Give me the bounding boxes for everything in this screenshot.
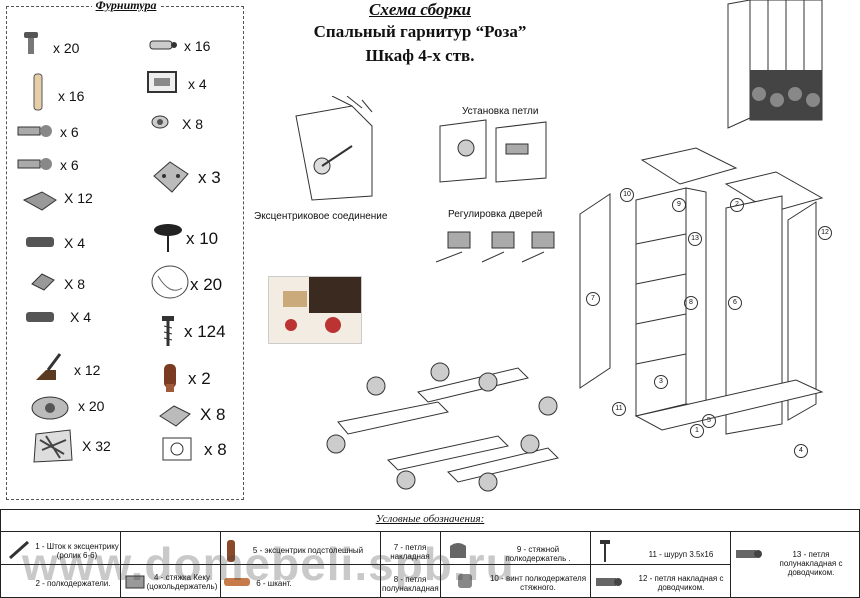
qty-hinge-4: X 4 [64, 235, 86, 251]
callout-9: 9 [672, 198, 686, 212]
assembly-photo [268, 276, 362, 344]
screw-icon [454, 572, 478, 597]
round-plate-icon [162, 437, 192, 466]
dowel-icon [30, 72, 46, 117]
hinge-install-diagram [436, 118, 551, 189]
qty-dowel: x 16 [58, 88, 85, 104]
handle-icon [146, 70, 180, 99]
callout-7: 7 [586, 292, 600, 306]
qty-furniture-foot: x 20 [190, 275, 223, 294]
page-title: Схема сборки [368, 0, 471, 19]
qty-nail: x 10 [186, 229, 219, 248]
callout-6: 6 [728, 296, 742, 310]
legend-item-2: 2 - полкодержатели. [35, 579, 111, 588]
hinge-icon [30, 270, 58, 297]
furniture-title: Фурнитура [7, 0, 245, 13]
legend-item-13: 13 - петля полунакладная с доводчиком. [779, 550, 843, 577]
screw-icon [158, 314, 178, 353]
wall-anchor-icon [148, 34, 178, 61]
product-name: Шкаф 4-х ств. [365, 46, 475, 65]
shelf-support-icon [158, 362, 182, 399]
qty-screw-cap: X 8 [182, 116, 204, 132]
callout-11: 11 [612, 402, 626, 416]
callout-3: 3 [654, 375, 668, 389]
soft-close-hinge-icon [734, 544, 764, 569]
legend-grid [0, 531, 860, 598]
qty-screw: x 124 [184, 322, 226, 341]
soft-close-hinge-icon [594, 572, 624, 597]
hinge-icon [24, 306, 60, 333]
legend-item-12: 12 - петля накладная с доводчиком. [638, 574, 724, 592]
furniture-foot-icon [150, 262, 190, 307]
eccentric-rod-icon [18, 30, 44, 65]
door-panels-diagram [318, 362, 578, 497]
callout-8: 8 [684, 296, 698, 310]
screw-cap-icon [150, 112, 174, 137]
qty-hinge-2: x 6 [60, 157, 79, 173]
hinge-icon [22, 188, 58, 219]
qty-hinge-3: X 12 [64, 190, 93, 206]
legend-item-5: 5 - эксцентрик подстолешный [252, 546, 364, 555]
legend-row-divider [0, 564, 730, 565]
legend-item-8: 8 - петля полунакладная [382, 575, 439, 593]
qty-eccentric-rod: x 20 [53, 40, 80, 56]
hinge-install-caption: Установка петли [462, 106, 539, 117]
legend-item-7: 7 - петля накладная [390, 543, 430, 561]
callout-1: 1 [690, 424, 704, 438]
shelf-holder-icon [446, 540, 470, 567]
hinge-icon [16, 154, 56, 179]
callout-13: 13 [688, 232, 702, 246]
legend-item-6: 6 - шкант. [256, 579, 292, 588]
qty-hinge-1: x 6 [60, 124, 79, 140]
callout-2: 2 [730, 198, 744, 212]
callout-12: 12 [818, 226, 832, 240]
screw-bag-icon [30, 426, 76, 471]
door-adjust-diagram [432, 222, 557, 273]
callout-4: 4 [794, 444, 808, 458]
legend-cell-13 [730, 531, 860, 598]
bracket-icon [150, 158, 194, 201]
legend-title: Условные обозначения: [375, 513, 485, 525]
eccentric-icon [28, 392, 72, 427]
furniture-panel: Фурнитура [6, 0, 244, 500]
qty-bracket: x 3 [198, 168, 221, 187]
clip-icon [158, 404, 192, 433]
qty-clip: X 8 [200, 405, 226, 424]
shelf-bracket-icon [32, 350, 68, 389]
legend-item-4: 4 - стяжка Кеку (цокольдержатель) [146, 573, 218, 591]
qty-screw-bag: X 32 [82, 438, 111, 454]
callout-10: 10 [620, 188, 634, 202]
hinge-icon [24, 232, 60, 257]
nail-icon [152, 222, 186, 259]
qty-round-plate: x 8 [204, 440, 227, 459]
eccentric-connection-diagram [292, 95, 382, 211]
qty-shelf-support: x 2 [188, 369, 211, 388]
qty-hinge-5: X 8 [64, 276, 86, 292]
set-name: Спальный гарнитур “Роза” [313, 22, 527, 41]
screw-icon [598, 538, 612, 569]
coupler-icon [124, 572, 148, 597]
eccentric-icon [222, 538, 240, 569]
hinge-icon [16, 121, 56, 146]
dowel-icon [222, 575, 252, 594]
watermark: www.domebeli.spb.ru [22, 538, 515, 590]
door-adjust-caption: Регулировка дверей [448, 209, 543, 220]
legend-item-1: 1 - Шток к эксцентрику (ролик 6-6) [35, 542, 119, 560]
legend-item-10: 10 - винт полкодержателя стяжного. [489, 574, 587, 592]
qty-shelf-bracket: x 12 [74, 362, 101, 378]
qty-eccentric: x 20 [78, 398, 105, 414]
eccentric-rod-icon [8, 540, 32, 565]
qty-hinge-6: X 4 [70, 309, 92, 325]
eccentric-caption: Эксцентриковое соединение [254, 211, 388, 222]
legend-item-11: 11 - шуруп 3.5х16 [648, 550, 714, 559]
qty-handle: x 4 [188, 76, 207, 92]
wardrobe-illustration [724, 0, 824, 139]
callout-5: 5 [702, 414, 716, 428]
legend-item-9: 9 - стяжной полкодержатель . [505, 545, 571, 563]
qty-wall-anchor: x 16 [184, 38, 211, 54]
